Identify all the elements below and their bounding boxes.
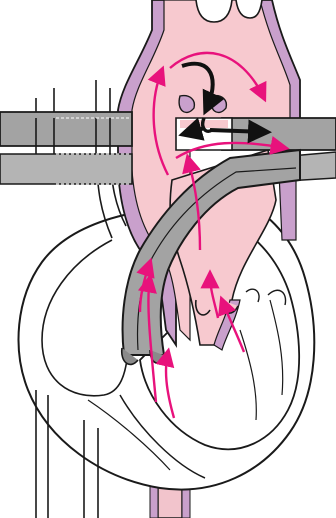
arch-cusp-right <box>211 96 226 113</box>
left-pulmonary-branch <box>0 112 132 146</box>
black-arrow-right <box>210 130 266 132</box>
arch-cusp-left <box>179 96 194 113</box>
right-pulmonary-branch <box>222 118 336 150</box>
lower-pulmonary-vessel <box>0 154 132 184</box>
